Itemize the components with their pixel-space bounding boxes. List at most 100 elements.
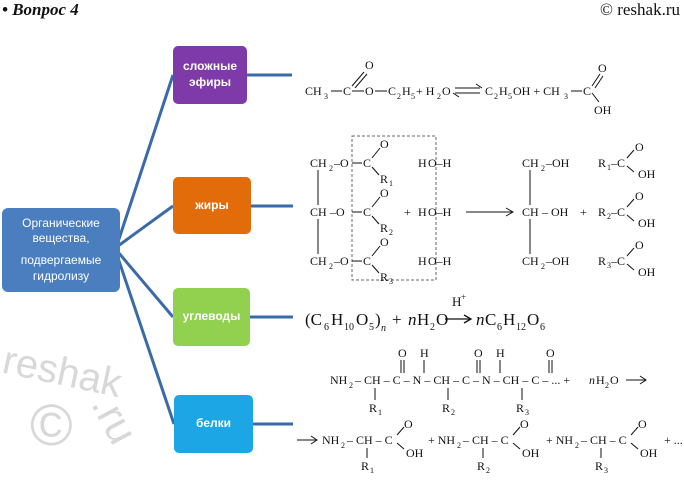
svg-text:2: 2 xyxy=(389,228,393,237)
svg-text:H: H xyxy=(418,205,427,219)
root-label-line1: Органические xyxy=(22,215,100,230)
svg-text:): ) xyxy=(375,310,381,329)
svg-text:C: C xyxy=(363,254,371,268)
svg-text:2: 2 xyxy=(605,381,609,390)
svg-text:O: O xyxy=(365,84,374,98)
root-node: Органические вещества, подвергаемые гидр… xyxy=(2,208,120,292)
svg-text:10: 10 xyxy=(344,322,354,333)
svg-text:CH: CH xyxy=(310,254,327,268)
svg-text:+ NH: + NH xyxy=(546,433,573,447)
svg-text:R: R xyxy=(598,205,606,219)
svg-text:CH: CH xyxy=(522,254,539,268)
svg-text:CH: CH xyxy=(310,205,327,219)
svg-text:CH: CH xyxy=(305,84,322,98)
svg-text:5: 5 xyxy=(411,92,415,101)
svg-text:1: 1 xyxy=(389,179,393,188)
svg-text:C: C xyxy=(583,84,591,98)
svg-text:OH: OH xyxy=(638,265,656,279)
svg-text:R: R xyxy=(598,156,606,170)
svg-text:6: 6 xyxy=(324,322,329,333)
root-label-line2: вещества, xyxy=(32,231,90,246)
svg-text:H: H xyxy=(420,346,429,360)
svg-text:O: O xyxy=(404,417,413,431)
svg-text:5: 5 xyxy=(369,322,374,333)
svg-text:n: n xyxy=(408,310,417,329)
svg-text:NH: NH xyxy=(322,433,340,447)
svg-text:O: O xyxy=(474,346,483,360)
svg-text:O: O xyxy=(635,238,644,252)
svg-text:2: 2 xyxy=(329,262,333,271)
svg-text:O: O xyxy=(527,310,539,329)
svg-text:CH: CH xyxy=(310,156,327,170)
svg-text:2: 2 xyxy=(607,212,611,221)
svg-text:6: 6 xyxy=(497,322,502,333)
svg-text:3: 3 xyxy=(604,466,608,475)
svg-text:O: O xyxy=(380,137,389,151)
svg-text:O: O xyxy=(442,84,451,98)
svg-text:H: H xyxy=(503,310,515,329)
svg-text:2: 2 xyxy=(541,164,545,173)
svg-text:O–H: O–H xyxy=(428,156,452,170)
svg-text:O–H: O–H xyxy=(428,254,452,268)
svg-text:–OH: –OH xyxy=(545,156,570,170)
svg-text:2: 2 xyxy=(329,164,333,173)
svg-text:12: 12 xyxy=(516,322,526,333)
svg-text:2: 2 xyxy=(451,408,455,417)
svg-text:H: H xyxy=(596,373,605,387)
svg-text:–C: –C xyxy=(610,156,625,170)
svg-text:C: C xyxy=(485,310,496,329)
svg-text:OH: OH xyxy=(594,103,612,117)
node-carbohydrates: углеводы xyxy=(173,288,250,346)
svg-text:3: 3 xyxy=(564,92,568,101)
svg-text:– CH – C: – CH – C xyxy=(346,433,393,447)
svg-text:2: 2 xyxy=(575,441,579,450)
svg-text:O: O xyxy=(598,61,607,75)
svg-text:2: 2 xyxy=(341,441,345,450)
svg-text:C: C xyxy=(485,84,493,98)
svg-text:H: H xyxy=(499,84,508,98)
node-proteins: белки xyxy=(174,395,253,453)
svg-text:3: 3 xyxy=(525,408,529,417)
svg-text:1: 1 xyxy=(607,163,611,172)
svg-text:5: 5 xyxy=(508,92,512,101)
svg-text:H: H xyxy=(402,84,411,98)
svg-text:H: H xyxy=(418,156,427,170)
svg-text:3: 3 xyxy=(607,261,611,270)
svg-text:–C: –C xyxy=(610,205,625,219)
svg-text:C: C xyxy=(363,156,371,170)
svg-text:2: 2 xyxy=(457,441,461,450)
svg-text:2: 2 xyxy=(437,92,441,101)
svg-text:H: H xyxy=(331,310,343,329)
svg-text:R: R xyxy=(516,401,524,415)
svg-text:O–H: O–H xyxy=(428,205,452,219)
svg-text:2: 2 xyxy=(494,92,498,101)
svg-text:NH: NH xyxy=(330,373,348,387)
svg-text:O: O xyxy=(356,310,368,329)
svg-text:– OH: – OH xyxy=(541,205,569,219)
svg-text:OH: OH xyxy=(522,446,540,460)
svg-text:+: + xyxy=(461,292,466,302)
node-fats: жиры xyxy=(173,177,251,234)
svg-text:OH: OH xyxy=(406,446,424,460)
svg-text:O: O xyxy=(398,346,407,360)
svg-text:R: R xyxy=(369,401,377,415)
svg-text:2: 2 xyxy=(430,322,435,333)
svg-text:OH: OH xyxy=(640,446,658,460)
svg-text:– CH – C: – CH – C xyxy=(462,433,509,447)
svg-text:–C: –C xyxy=(610,254,625,268)
svg-text:H: H xyxy=(496,346,505,360)
svg-text:3: 3 xyxy=(324,92,328,101)
watermark-copyright-icon: © xyxy=(30,393,73,458)
svg-text:–O: –O xyxy=(333,156,349,170)
svg-text:R: R xyxy=(380,172,388,186)
svg-text:H: H xyxy=(418,254,427,268)
svg-text:6: 6 xyxy=(540,322,545,333)
svg-text:OH: OH xyxy=(638,167,656,181)
svg-text:1: 1 xyxy=(378,408,382,417)
svg-text:(C: (C xyxy=(305,310,322,329)
svg-text:R: R xyxy=(380,221,388,235)
svg-text:2: 2 xyxy=(397,92,401,101)
svg-text:O: O xyxy=(546,346,555,360)
